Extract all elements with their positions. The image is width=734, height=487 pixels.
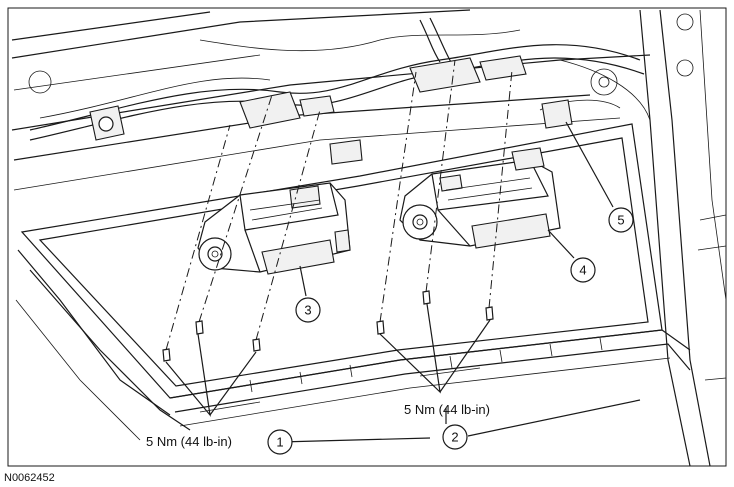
alignment-lines [165, 59, 513, 351]
svg-text:1: 1 [276, 435, 283, 450]
callout-5: 5 [608, 207, 634, 233]
svg-text:2: 2 [451, 430, 458, 445]
callout-1: 1 [267, 429, 293, 455]
leader-lines [165, 121, 641, 443]
svg-text:4: 4 [579, 263, 586, 278]
torque-label-left: 5 Nm (44 lb-in) [146, 434, 232, 449]
harness-connectors [89, 55, 573, 165]
callout-4: 4 [570, 257, 596, 283]
sunroof-motor-left [197, 182, 351, 275]
callout-3: 3 [295, 297, 321, 323]
roof-structure [11, 9, 727, 467]
sunroof-panel [15, 123, 691, 441]
svg-text:5: 5 [617, 213, 624, 228]
callout-2: 2 [442, 424, 468, 450]
sunroof-motor-right [399, 147, 561, 249]
mounting-bolts [162, 290, 494, 362]
figure-frame [7, 7, 727, 467]
svg-text:3: 3 [304, 303, 311, 318]
torque-label-right: 5 Nm (44 lb-in) [404, 402, 490, 417]
figure-id: N0062452 [4, 472, 55, 484]
